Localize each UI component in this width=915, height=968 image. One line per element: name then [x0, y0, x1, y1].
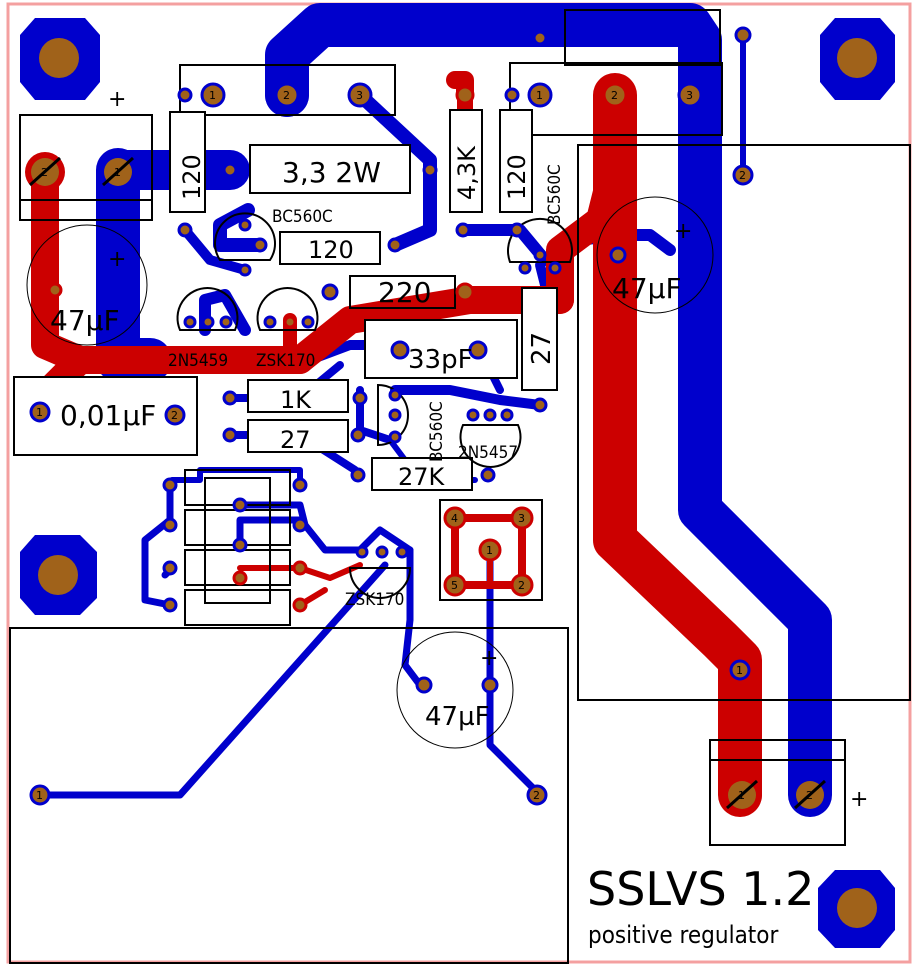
plus-cap-bottom: + — [480, 646, 498, 671]
component-outlines — [9, 9, 911, 964]
label-47uf-bottom: 47µF — [425, 702, 490, 732]
mounting-hole-bottom-right — [818, 870, 895, 948]
mounting-hole-mid-left — [20, 535, 97, 615]
label-bc560c-1: BC560C — [272, 207, 333, 227]
terminal-pad-right-1 — [722, 775, 762, 815]
label-120-v: 120 — [503, 154, 531, 200]
label-27-v: 27 — [527, 332, 557, 365]
pad-num: 1 — [736, 664, 743, 677]
top-layer-traces — [26, 71, 762, 817]
label-33pf: 33pF — [408, 345, 473, 375]
pad-num: 2 — [283, 89, 290, 102]
pad-num: 5 — [451, 579, 458, 592]
pad-num: 4 — [451, 512, 458, 525]
small-pads — [25, 26, 830, 815]
pad-num: 2 — [806, 789, 813, 802]
label-47uf-left: 47µF — [50, 304, 120, 337]
label-4-3k: 4,3K — [453, 145, 481, 200]
label-1k: 1K — [280, 386, 312, 414]
pad-num: 2 — [611, 89, 618, 102]
label-120-mid: 120 — [308, 236, 354, 264]
mounting-hole-top-left — [20, 18, 100, 100]
pad-num: 1 — [209, 89, 216, 102]
electrolytic-capacitors — [26, 196, 714, 749]
pad-num: 2 — [518, 579, 525, 592]
label-001uf: 0,01µF — [60, 399, 156, 432]
pad-num: 1 — [536, 89, 543, 102]
label-27-h: 27 — [280, 426, 311, 454]
plus-cap-right: + — [674, 219, 692, 244]
pad-num: 1 — [36, 406, 43, 419]
pad-num: 2 — [739, 169, 746, 182]
terminal-pad-left-2 — [25, 152, 65, 192]
label-zsk170-2: ZSK170 — [345, 590, 404, 610]
pad-num: 3 — [686, 89, 693, 102]
component-labels: 3,3 2W 120 4,3K 120 BC560C BC560C 120 22… — [36, 87, 868, 949]
label-220: 220 — [378, 276, 431, 309]
plus-terminal-right: + — [850, 787, 868, 812]
pad-num: 3 — [518, 512, 525, 525]
label-2n5459: 2N5459 — [168, 351, 228, 371]
label-3-3-2w: 3,3 2W — [282, 156, 381, 189]
label-bc560c-2: BC560C — [545, 164, 565, 225]
transistor-outlines — [176, 212, 573, 599]
plus-cap-left: + — [108, 247, 126, 272]
label-bc560c-3: BC560C — [427, 401, 447, 462]
label-47uf-right: 47µF — [612, 272, 682, 305]
pad-num: 3 — [356, 89, 363, 102]
terminal-pad-right-2 — [790, 775, 830, 815]
label-27k: 27K — [398, 463, 446, 491]
pad-num: 1 — [36, 789, 43, 802]
mounting-holes — [20, 18, 895, 948]
pad-num: 2 — [41, 166, 48, 179]
pad-num: 1 — [486, 544, 493, 557]
label-2n5457: 2N5457 — [458, 443, 518, 463]
pad-num: 2 — [171, 409, 178, 422]
mounting-hole-top-right — [820, 18, 895, 100]
pad-num: 2 — [533, 789, 540, 802]
label-120-top: 120 — [178, 154, 206, 200]
plus-terminal-left: + — [108, 87, 126, 112]
label-zsk170-1: ZSK170 — [256, 351, 315, 371]
pad-num: 1 — [738, 789, 745, 802]
pad-num: 1 — [114, 166, 121, 179]
terminal-pad-left-1 — [98, 152, 138, 192]
subtitle: positive regulator — [588, 921, 778, 949]
title: SSLVS 1.2 — [587, 862, 814, 916]
